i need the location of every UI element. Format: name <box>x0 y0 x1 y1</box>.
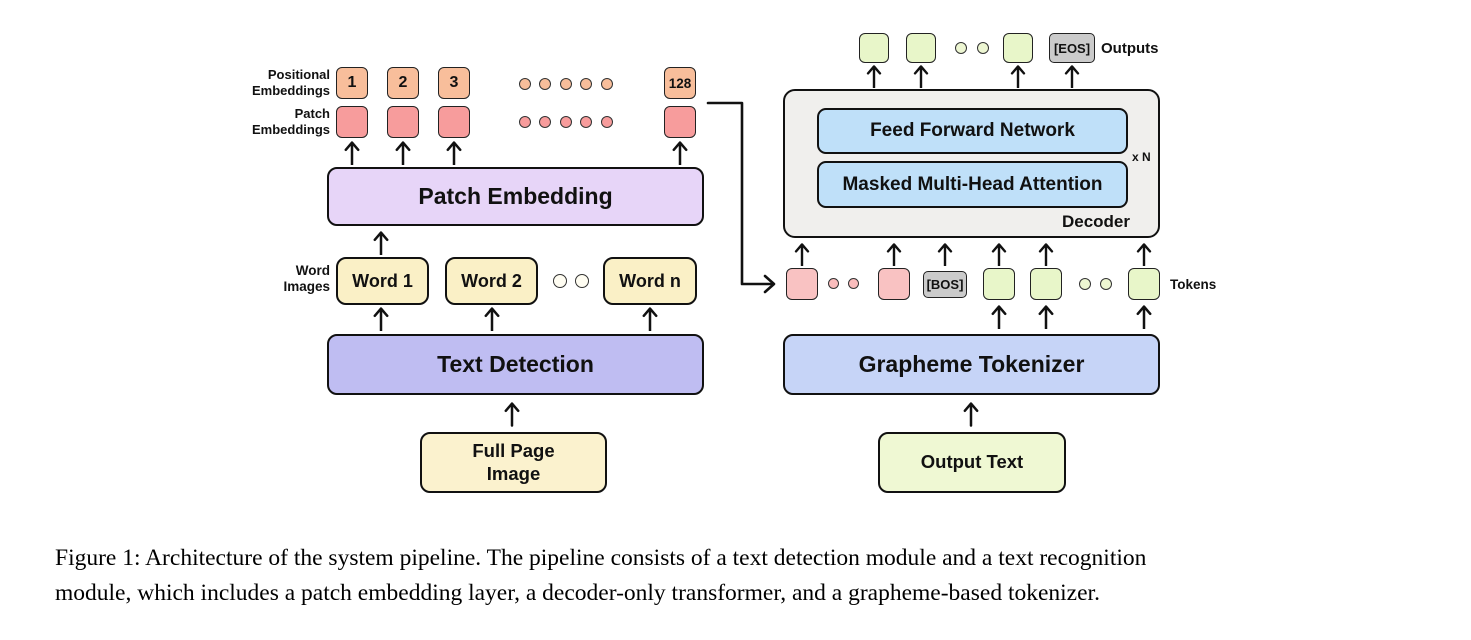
up-arrow-icon <box>1038 303 1054 329</box>
word-dot <box>575 274 589 288</box>
positional-dot <box>539 78 551 90</box>
decoder-label: Decoder <box>1061 212 1130 231</box>
positional-dot <box>519 78 531 90</box>
up-arrow-icon <box>913 63 929 88</box>
up-arrow-icon <box>395 139 411 165</box>
up-arrow-icon <box>1136 241 1152 266</box>
output-dot <box>977 42 989 54</box>
text-token <box>1030 268 1062 300</box>
word-dot <box>553 274 567 288</box>
up-arrow-icon <box>963 399 979 427</box>
up-arrow-icon <box>1064 63 1080 88</box>
up-arrow-icon <box>794 241 810 266</box>
image-token-dot <box>828 278 839 289</box>
patch-embedding-dot <box>539 116 551 128</box>
grapheme-tokenizer-block: Grapheme Tokenizer <box>783 334 1160 395</box>
patch-embedding-dot <box>560 116 572 128</box>
positional-token-3: 3 <box>438 67 470 99</box>
output-token <box>1003 33 1033 63</box>
up-arrow-icon <box>866 63 882 88</box>
positional-embeddings-label-line1: Positional <box>267 67 330 82</box>
positional-token-2: 2 <box>387 67 419 99</box>
word-images-label: Word Images <box>210 263 330 295</box>
text-token <box>983 268 1015 300</box>
outputs-label: Outputs <box>1101 40 1159 57</box>
figure-caption: Figure 1: Architecture of the system pip… <box>55 541 1445 611</box>
patch-embeddings-label: Patch Embeddings <box>210 106 330 138</box>
patch-to-decoder-connector-line <box>706 101 776 294</box>
patch-embedding-dot <box>580 116 592 128</box>
up-arrow-icon <box>886 241 902 266</box>
up-arrow-icon <box>484 305 500 331</box>
up-arrow-icon <box>991 241 1007 266</box>
up-arrow-icon <box>1136 303 1152 329</box>
output-text-box: Output Text <box>878 432 1066 493</box>
positional-dot <box>580 78 592 90</box>
xn-repeat-label: x N <box>1132 150 1151 164</box>
up-arrow-icon <box>344 139 360 165</box>
patch-embedding-token <box>336 106 368 138</box>
word-images-label-line1: Word <box>295 263 330 278</box>
image-token-dot <box>848 278 859 289</box>
up-arrow-icon <box>672 139 688 165</box>
patch-embeddings-label-line2: Embeddings <box>251 122 330 137</box>
patch-embedding-block: Patch Embedding <box>327 167 704 226</box>
bos-token: [BOS] <box>923 271 967 298</box>
positional-token-1: 1 <box>336 67 368 99</box>
up-arrow-icon <box>446 139 462 165</box>
eos-token: [EOS] <box>1049 33 1095 63</box>
up-arrow-icon <box>991 303 1007 329</box>
positional-embeddings-label-line2: Embeddings <box>251 83 330 98</box>
text-token-dot <box>1100 278 1112 290</box>
positional-dot <box>560 78 572 90</box>
image-token <box>878 268 910 300</box>
output-token <box>906 33 936 63</box>
up-arrow-icon <box>373 305 389 331</box>
full-page-image-line1: Full Page <box>472 439 555 461</box>
up-arrow-icon <box>642 305 658 331</box>
word-2-box: Word 2 <box>445 257 538 305</box>
positional-dot <box>601 78 613 90</box>
up-arrow-icon <box>937 241 953 266</box>
positional-embeddings-label: Positional Embeddings <box>210 67 330 99</box>
output-token <box>859 33 889 63</box>
patch-embedding-token <box>664 106 696 138</box>
figure-caption-line2: module, which includes a patch embedding… <box>55 580 1100 606</box>
image-token <box>786 268 818 300</box>
patch-embedding-dot <box>601 116 613 128</box>
patch-embedding-token <box>387 106 419 138</box>
up-arrow-icon <box>1010 63 1026 88</box>
up-arrow-icon <box>373 229 389 255</box>
word-n-box: Word n <box>603 257 697 305</box>
positional-token-128: 128 <box>664 67 696 99</box>
up-arrow-icon <box>1038 241 1054 266</box>
text-token-dot <box>1079 278 1091 290</box>
patch-embedding-token <box>438 106 470 138</box>
word-1-box: Word 1 <box>336 257 429 305</box>
output-dot <box>955 42 967 54</box>
figure-caption-line1: Figure 1: Architecture of the system pip… <box>55 545 1147 571</box>
patch-embedding-dot <box>519 116 531 128</box>
text-detection-block: Text Detection <box>327 334 704 395</box>
up-arrow-icon <box>504 399 520 427</box>
text-token <box>1128 268 1160 300</box>
feed-forward-network-block: Feed Forward Network <box>817 108 1128 154</box>
word-images-label-line2: Images <box>283 279 330 294</box>
patch-embeddings-label-line1: Patch <box>294 106 330 121</box>
tokens-label: Tokens <box>1170 277 1217 292</box>
full-page-image-line2: Image <box>486 462 541 484</box>
masked-multi-head-attention-block: Masked Multi-Head Attention <box>817 161 1128 208</box>
full-page-image-box: Full Page Image <box>420 432 607 493</box>
